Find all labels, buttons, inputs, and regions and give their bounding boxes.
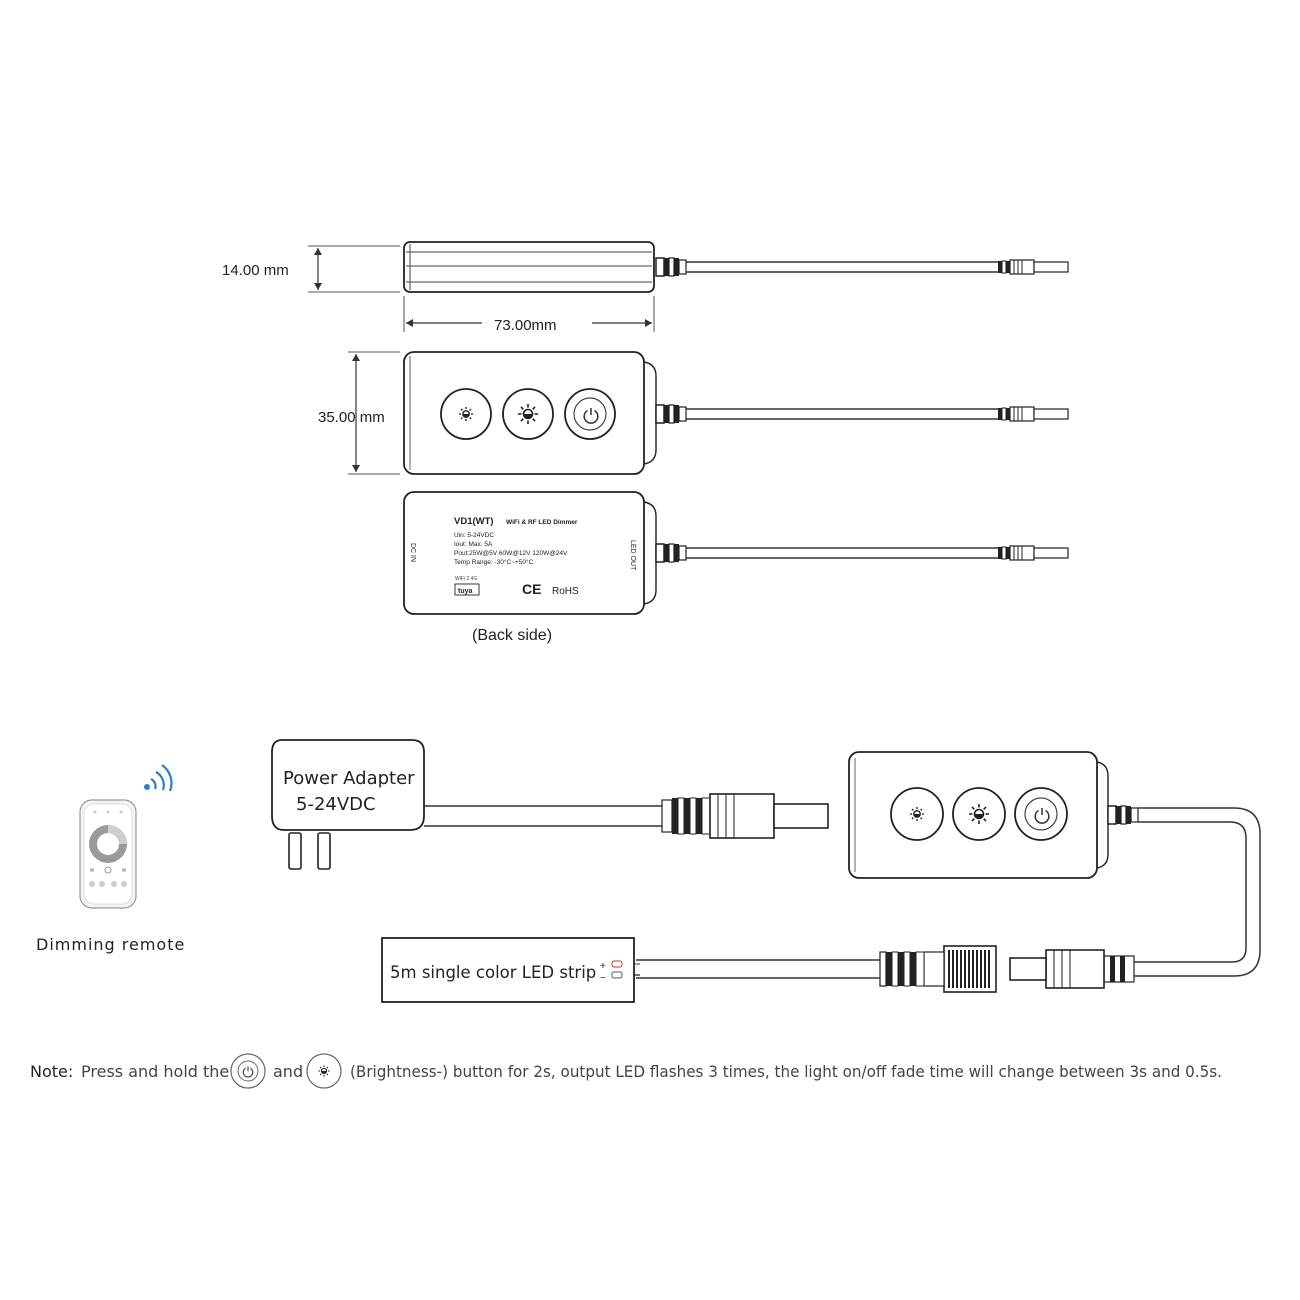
remote-control-icon — [79, 799, 137, 909]
note-prefix: Note: — [30, 1062, 73, 1081]
note-text-3: (Brightness-) button for 2s, output LED … — [350, 1062, 1222, 1081]
sun-large-icon — [517, 403, 539, 425]
tuya-logo-text: tuya — [458, 588, 473, 595]
led-strip-body — [381, 937, 635, 1003]
wiring-button-power — [1014, 787, 1068, 841]
length-dimension: 73.00mm — [403, 296, 655, 334]
adapter-voltage: 5-24VDC — [296, 794, 376, 815]
dimmer-back-body — [403, 491, 645, 615]
spec-line-4: Temp Range: -30°C~+50°C — [454, 558, 534, 566]
spec-line-1: Uin: 5-24VDC — [454, 532, 494, 539]
ce-mark: CE — [522, 581, 541, 597]
remote-label: Dimming remote — [36, 935, 185, 954]
wiring-button-brightness-down — [890, 787, 944, 841]
strip-female-jack — [879, 945, 997, 993]
button-brightness-down — [440, 388, 492, 440]
button-power — [564, 388, 616, 440]
adapter-title: Power Adapter — [283, 768, 415, 789]
spec-line-2: Iout: Max. 5A — [454, 541, 493, 548]
thickness-label: 14.00 mm — [222, 262, 289, 279]
adapter-dc-plug — [661, 793, 829, 839]
side-view-thickness: 14.00 mm — [222, 241, 1069, 293]
strip-plus: + — [600, 961, 606, 972]
note: Note: Press and hold the and (Brightness… — [30, 1053, 1222, 1089]
plug-prong-left — [288, 832, 302, 870]
wiring-dimmer — [848, 751, 1261, 983]
dimming-remote: Dimming remote — [36, 764, 185, 954]
dimmer-output-plug — [1009, 949, 1105, 989]
button-brightness-up — [502, 388, 554, 440]
led-strip-label: 5m single color LED strip — [390, 963, 596, 982]
note-text-1: Press and hold the — [81, 1062, 229, 1081]
wifi-band-label: WiFi 2.4G — [455, 576, 477, 582]
length-label: 73.00mm — [494, 317, 557, 334]
back-side-caption: (Back side) — [472, 627, 552, 644]
spec-line-3: Pout:25W@5V 60W@12V 120W@24V — [454, 550, 568, 557]
note-brightness-down-button-icon — [306, 1053, 342, 1089]
led-out-label: LED OUT — [629, 540, 636, 571]
rohs-mark: RoHS — [552, 586, 579, 597]
led-strip: 5m single color LED strip + − — [381, 937, 635, 1003]
back-view: VD1(WT) WiFi & RF LED Dimmer Uin: 5-24VD… — [403, 491, 1069, 644]
dc-in-label: DC IN — [409, 543, 416, 562]
note-text-2: and — [273, 1062, 303, 1081]
front-view: 35.00 mm — [318, 351, 1069, 475]
dimmer-side-body — [403, 241, 655, 293]
width-label: 35.00 mm — [318, 409, 385, 426]
plug-prong-right — [317, 832, 331, 870]
wiring-button-brightness-up — [952, 787, 1006, 841]
note-power-button-icon — [230, 1053, 266, 1089]
wifi-signal-icon — [144, 764, 173, 792]
tuya-badge — [454, 583, 480, 596]
sun-large-icon — [968, 803, 990, 825]
power-adapter: Power Adapter 5-24VDC — [271, 739, 829, 870]
strip-minus: − — [600, 973, 606, 984]
product-name: WiFi & RF LED Dimmer — [506, 519, 578, 526]
model-label: VD1(WT) — [454, 516, 494, 527]
